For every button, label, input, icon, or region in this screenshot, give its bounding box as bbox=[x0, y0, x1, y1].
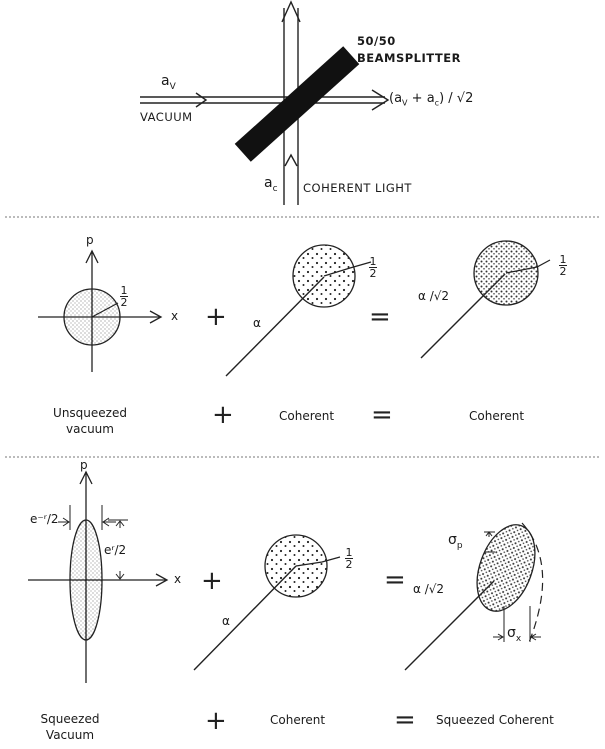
caption-squeezed-coherent: Squeezed Coherent bbox=[436, 713, 554, 727]
caption-squeezed-vacuum: Squeezed Vacuum bbox=[25, 711, 115, 743]
vacuum-label: VACUUM bbox=[140, 110, 193, 124]
output-sub2: c bbox=[434, 98, 440, 108]
bot-plus-operator: + bbox=[201, 566, 223, 596]
mid-center-half-den: 2 bbox=[369, 267, 377, 280]
bot-caption-equals: = bbox=[394, 705, 416, 735]
output-plus: + a bbox=[407, 91, 435, 106]
coherent-light-label: COHERENT LIGHT bbox=[303, 181, 412, 195]
vacuum-operator-sub: V bbox=[169, 81, 176, 92]
caption-squeezed-line2: Vacuum bbox=[45, 728, 95, 742]
e-minus-r-over-2: e⁻ʳ/2 bbox=[30, 512, 59, 526]
coherent-state-plot-bottom bbox=[193, 534, 341, 671]
output-label: (aV + ac) / √2 bbox=[389, 91, 473, 108]
beamsplitter-slab bbox=[234, 46, 360, 162]
caption-coherent-right: Coherent bbox=[469, 409, 525, 423]
beamsplitter-diagram bbox=[140, 0, 390, 205]
bot-alpha: α bbox=[222, 614, 230, 628]
mid-left-half-bar bbox=[120, 296, 128, 297]
coherent-state-plot-middle bbox=[225, 244, 372, 377]
output-tail: ) / √2 bbox=[439, 91, 474, 106]
coherent-operator-symbol: a bbox=[264, 175, 273, 191]
caption-coherent-mid: Coherent bbox=[279, 409, 335, 423]
bot-center-half: 1 2 bbox=[345, 547, 353, 570]
bot-axis-x: x bbox=[174, 572, 182, 586]
mid-caption-equals: = bbox=[371, 400, 393, 430]
bot-center-half-num: 1 bbox=[345, 546, 353, 559]
output-open: (a bbox=[389, 91, 403, 106]
mid-center-half-num: 1 bbox=[369, 255, 377, 268]
mid-caption-plus: + bbox=[212, 400, 234, 430]
output-sub1: V bbox=[402, 98, 408, 108]
caption-unsqueezed-line1: Unsqueezed bbox=[53, 406, 127, 420]
caption-squeezed-line1: Squeezed bbox=[40, 712, 100, 726]
mid-axis-p: p bbox=[86, 233, 94, 247]
beamsplitter-label-line1: 50/50 bbox=[357, 34, 396, 48]
sigma-x: σx bbox=[507, 625, 522, 644]
sigma-p: σp bbox=[448, 532, 463, 551]
squeezed-coherent-plot bbox=[404, 522, 544, 671]
mid-right-half-bar bbox=[559, 265, 567, 266]
caption-unsqueezed-line2: vacuum bbox=[66, 422, 114, 436]
coherent-input-arrowhead bbox=[284, 153, 298, 167]
mid-right-half-den: 2 bbox=[559, 265, 567, 278]
mid-center-half-bar bbox=[369, 267, 377, 268]
bot-center-half-den: 2 bbox=[345, 558, 353, 571]
vacuum-input-arrowhead bbox=[195, 92, 208, 108]
mid-left-half: 1 2 bbox=[120, 285, 128, 308]
bot-equals-operator: = bbox=[384, 565, 406, 595]
caption-coherent-bottom: Coherent bbox=[270, 713, 326, 727]
vacuum-operator: aV bbox=[161, 73, 176, 92]
mid-plus-operator: + bbox=[205, 302, 227, 332]
coherent-state-plot-right bbox=[420, 240, 551, 359]
beamsplitter-label-line2: BEAMSPLITTER bbox=[357, 51, 461, 65]
bot-alpha-sqrt2: α /√2 bbox=[413, 582, 445, 596]
coherent-operator-sub: c bbox=[272, 183, 278, 194]
bot-axis-p: p bbox=[80, 458, 88, 472]
unsqueezed-vacuum-plot bbox=[38, 249, 163, 372]
coherent-operator: ac bbox=[264, 175, 278, 194]
mid-center-half: 1 2 bbox=[369, 256, 377, 279]
e-r-over-2: eʳ/2 bbox=[104, 543, 127, 557]
vertical-up-arrowhead bbox=[281, 0, 301, 23]
mid-left-half-num: 1 bbox=[120, 284, 128, 297]
bot-center-half-bar bbox=[345, 558, 353, 559]
squeezed-vacuum-plot bbox=[28, 470, 169, 683]
horizontal-output-arrowhead bbox=[371, 89, 390, 111]
mid-axis-x: x bbox=[171, 309, 179, 323]
mid-equals-operator: = bbox=[369, 302, 391, 332]
bot-caption-plus: + bbox=[205, 706, 227, 736]
mid-alpha-sqrt2: α /√2 bbox=[418, 289, 450, 303]
mid-right-half: 1 2 bbox=[559, 254, 567, 277]
caption-unsqueezed-vacuum: Unsqueezed vacuum bbox=[40, 405, 140, 437]
mid-right-half-num: 1 bbox=[559, 253, 567, 266]
vacuum-operator-symbol: a bbox=[161, 73, 170, 89]
mid-left-half-den: 2 bbox=[120, 296, 128, 309]
mid-alpha: α bbox=[253, 316, 261, 330]
